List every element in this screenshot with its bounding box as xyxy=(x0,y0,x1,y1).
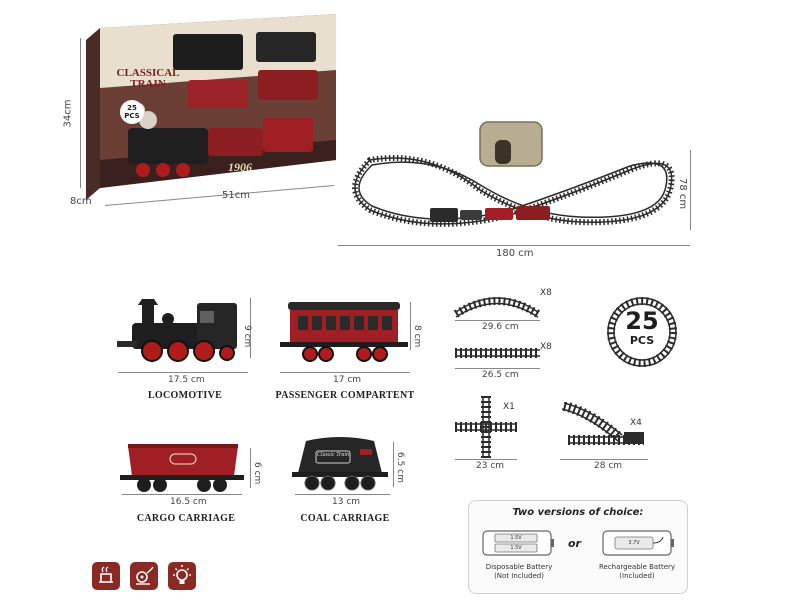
coal-height-dim: 6.5 cm xyxy=(395,452,405,483)
cargo-height-line xyxy=(250,448,251,488)
locomotive-width-line xyxy=(118,372,248,373)
light-feature-icon xyxy=(168,562,196,590)
cargo-part xyxy=(120,440,245,495)
disposable-battery-name: Disposable Battery xyxy=(485,563,553,571)
cargo-width-dim: 16.5 cm xyxy=(170,497,207,507)
product-box: CLASSICAL TRAIN 1906 25 PCS xyxy=(68,10,348,210)
layout-height-dim: 78 cm xyxy=(677,178,688,210)
switch-track-dim: 28 cm xyxy=(594,461,623,471)
box-brand-line1: CLASSICAL xyxy=(116,67,180,79)
cross-track-icon xyxy=(455,396,517,458)
rechargeable-battery-name: Rechargeable Battery xyxy=(598,563,676,571)
passenger-illustration xyxy=(280,302,408,362)
locomotive-height-line xyxy=(250,298,251,358)
curved-track-dim: 29.6 cm xyxy=(482,322,519,332)
box-height-dim: 34cm xyxy=(62,99,74,128)
box-pcs-badge: 25 PCS xyxy=(120,100,144,124)
switch-track-line xyxy=(560,459,648,460)
rechargeable-battery-note: (Included) xyxy=(619,572,655,580)
straight-track-icon xyxy=(455,348,540,358)
disposable-battery-note: (Not Included) xyxy=(494,572,544,580)
locomotive-width-dim: 17.5 cm xyxy=(168,375,205,385)
sound-feature-icon xyxy=(130,562,158,590)
box-locomotive-window xyxy=(173,34,243,70)
coal-height-line xyxy=(393,442,394,487)
cross-track-piece xyxy=(455,396,517,458)
switch-track-piece xyxy=(560,401,650,454)
layout-width-dim: 180 cm xyxy=(496,248,534,259)
box-brand-title: CLASSICAL TRAIN xyxy=(112,68,184,90)
rechargeable-battery-icon xyxy=(602,530,674,556)
cargo-height-dim: 6 cm xyxy=(252,462,262,485)
passenger-width-line xyxy=(280,372,410,373)
disposable-battery-holder: 1.5V 1.5V xyxy=(481,529,555,557)
cargo-label: CARGO CARRIAGE xyxy=(136,513,236,524)
track-layout xyxy=(330,110,700,240)
disposable-battery-icon xyxy=(482,530,554,556)
layout-locomotive xyxy=(430,208,458,222)
coal-illustration xyxy=(292,437,388,491)
curved-track-piece xyxy=(452,290,542,320)
cargo-width-line xyxy=(122,494,242,495)
battery-cell-bottom-label: 1.5V xyxy=(510,545,522,551)
product-box-illustration xyxy=(86,14,336,200)
locomotive-label: LOCOMOTIVE xyxy=(147,390,223,401)
box-brand-line2: TRAIN xyxy=(130,78,166,90)
cross-track-line xyxy=(455,459,517,460)
smoke-feature-icon xyxy=(92,562,120,590)
locomotive-part xyxy=(112,295,252,365)
box-width-dim: 51cm xyxy=(222,190,250,201)
battery-title: Two versions of choice: xyxy=(512,507,644,518)
coal-tender-text: Classic Train xyxy=(316,452,350,458)
straight-track-qty: X8 xyxy=(540,342,552,352)
box-depth-dim: 8cm xyxy=(70,196,92,207)
cargo-illustration xyxy=(120,444,244,492)
curved-track-line xyxy=(455,320,540,321)
straight-track-piece xyxy=(455,344,540,362)
pcs-unit: PCS xyxy=(629,334,655,347)
box-year: 1906 xyxy=(228,160,252,174)
passenger-part xyxy=(280,300,410,365)
cross-track-qty: X1 xyxy=(503,402,515,412)
rechargeable-battery-label: Rechargeable Battery (Included) xyxy=(591,563,683,581)
layout-height-line xyxy=(690,150,691,230)
pcs-badge: 25 PCS xyxy=(606,296,678,368)
disposable-battery-label: Disposable Battery (Not Included) xyxy=(473,563,565,581)
straight-track-dim: 26.5 cm xyxy=(482,370,519,380)
pcs-number: 25 xyxy=(625,307,659,335)
curved-track-icon xyxy=(453,297,541,318)
passenger-width-dim: 17 cm xyxy=(333,375,362,385)
battery-or: or xyxy=(568,537,581,550)
straight-track-line xyxy=(455,368,540,369)
battery-panel: Two versions of choice: 1.5V 1.5V or 3.7… xyxy=(468,500,688,594)
layout-width-line xyxy=(338,245,690,246)
switch-track-icon xyxy=(561,401,644,445)
curved-track-qty: X8 xyxy=(540,288,552,298)
cross-track-dim: 23 cm xyxy=(476,461,505,471)
passenger-height-line xyxy=(410,302,411,350)
tunnel-icon xyxy=(479,121,543,167)
coal-width-line xyxy=(295,494,390,495)
switch-track-qty: X4 xyxy=(630,418,642,428)
battery-cell-top-label: 1.5V xyxy=(510,535,522,541)
coal-width-dim: 13 cm xyxy=(332,497,361,507)
rechargeable-battery-holder: 3.7V xyxy=(601,529,675,557)
battery-pack-label: 3.7V xyxy=(628,540,640,546)
passenger-height-dim: 8 cm xyxy=(412,325,422,348)
track-layout-diagram xyxy=(352,121,675,227)
coal-part: Classic Train xyxy=(290,435,390,495)
locomotive-height-dim: 9 cm xyxy=(242,325,252,348)
locomotive-illustration xyxy=(117,299,237,362)
passenger-label: PASSENGER COMPARTENT xyxy=(275,390,415,401)
box-height-line xyxy=(80,38,81,188)
coal-label: COAL CARRIAGE xyxy=(300,513,390,524)
pcs-ring-track-icon xyxy=(607,297,677,367)
